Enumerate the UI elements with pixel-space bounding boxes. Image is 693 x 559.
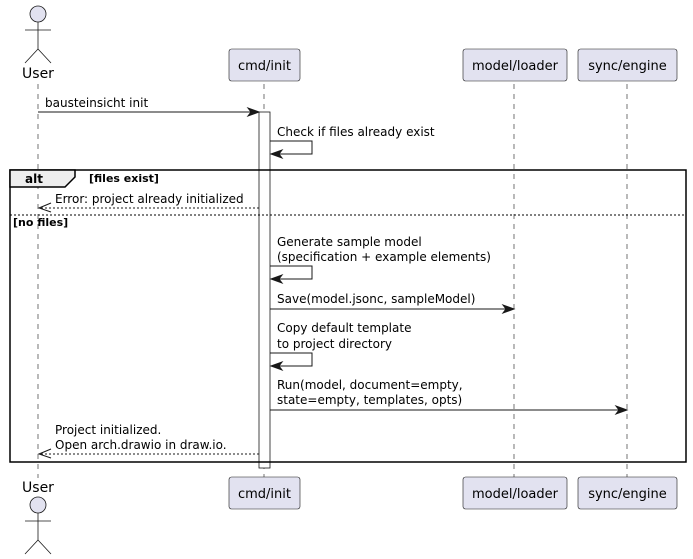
alt-keyword: alt: [25, 172, 43, 186]
activation-bar-cmd-init: [258, 111, 271, 469]
message-bausteinsicht-init: bausteinsicht init: [38, 96, 261, 118]
message-label: Check if files already exist: [277, 125, 435, 139]
message-label-line1: Copy default template: [277, 321, 411, 335]
participant-cmd-init-bottom: cmd/init: [228, 476, 301, 510]
message-project-initialized: Project initialized. Open arch.drawio in…: [37, 423, 259, 459]
message-label: Save(model.jsonc, sampleModel): [277, 292, 475, 306]
actor-user-bottom: User: [22, 480, 54, 555]
participant-sync-engine-bottom: sync/engine: [577, 476, 678, 510]
message-label-line1: Generate sample model: [277, 235, 422, 249]
participant-sync-engine-top: sync/engine: [577, 48, 678, 82]
message-copy-default-template: Copy default template to project directo…: [269, 321, 411, 372]
participant-cmd-init-label-bottom: cmd/init: [238, 487, 291, 502]
message-label-line1: Run(model, document=empty,: [277, 378, 463, 392]
participant-model-loader-label-bottom: model/loader: [472, 487, 559, 502]
participant-cmd-init-top: cmd/init: [228, 48, 301, 82]
actor-user-label-bottom: User: [22, 480, 54, 496]
message-run-sync-engine: Run(model, document=empty, state=empty, …: [270, 378, 629, 416]
participant-model-loader-bottom: model/loader: [462, 476, 568, 510]
alt-guard-no-files: [no files]: [13, 216, 68, 229]
participant-sync-engine-label-bottom: sync/engine: [588, 487, 667, 502]
participant-model-loader-label-top: model/loader: [472, 59, 559, 74]
actor-user-top: User: [22, 5, 54, 82]
message-label-line1: Project initialized.: [55, 423, 161, 437]
actor-user-label-top: User: [22, 66, 54, 82]
message-label-line2: (specification + example elements): [277, 250, 491, 264]
alt-fragment: alt [files exist] [no files]: [9, 169, 687, 463]
participant-cmd-init-label-top: cmd/init: [238, 59, 291, 74]
message-check-files: Check if files already exist: [269, 125, 435, 160]
message-label-line2: Open arch.drawio in draw.io.: [55, 438, 227, 452]
participant-sync-engine-label-top: sync/engine: [588, 59, 667, 74]
message-save-model: Save(model.jsonc, sampleModel): [270, 292, 516, 315]
message-generate-sample-model: Generate sample model (specification + e…: [269, 235, 491, 285]
message-label: bausteinsicht init: [45, 96, 148, 110]
message-label-line2: to project directory: [277, 337, 392, 351]
message-label: Error: project already initialized: [55, 192, 244, 206]
participant-model-loader-top: model/loader: [462, 48, 568, 82]
alt-guard-files-exist: [files exist]: [89, 172, 159, 185]
message-error-already-initialized: Error: project already initialized: [37, 192, 259, 213]
message-label-line2: state=empty, templates, opts): [277, 393, 462, 407]
